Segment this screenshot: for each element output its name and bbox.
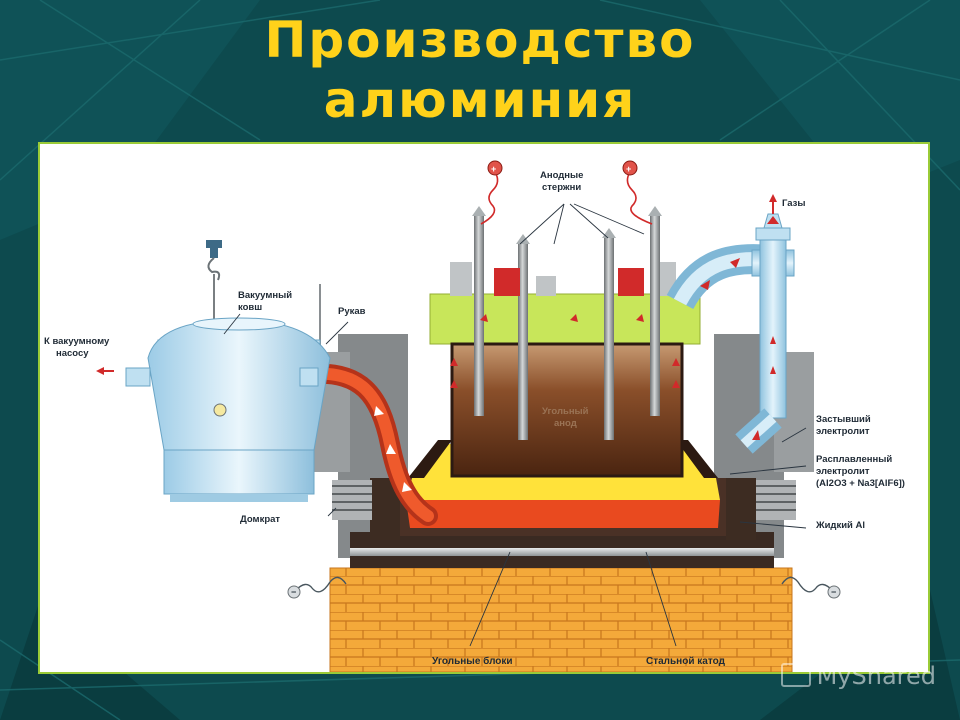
gas-arrows [450, 314, 680, 388]
label-carbon-blocks: Угольные блоки [432, 655, 513, 667]
label-to-pump-2: насосу [56, 348, 89, 359]
label-minus-right: − [831, 587, 836, 597]
leader-lines [223, 203, 807, 647]
jack-right [756, 480, 796, 520]
label-plus-left: + [491, 164, 496, 174]
label-vacuum-ladle-1: Вакуумный [238, 290, 292, 301]
slide-title: Производство алюминия [0, 10, 960, 130]
label-liquid-al: Жидкий Al [815, 520, 865, 531]
label-frozen-electrolyte-1: Застывший [816, 414, 871, 425]
carbon-anode [450, 342, 684, 478]
electrolysis-cell-diagram: Анодные стержни Газы Вакуумный ковш К ва… [44, 160, 905, 672]
gas-exhaust-pipe [666, 194, 795, 454]
label-vacuum-ladle-2: ковш [238, 302, 262, 313]
steel-cathode-bar [350, 548, 774, 556]
title-line-1: Производство [264, 11, 696, 69]
vacuum-ladle [96, 240, 331, 502]
label-plus-right: + [626, 164, 631, 174]
label-gases: Газы [782, 198, 806, 209]
diagram-panel: Анодные стержни Газы Вакуумный ковш К ва… [38, 142, 930, 674]
title-line-2: алюминия [323, 71, 637, 129]
label-jack: Домкрат [240, 514, 280, 525]
anode-terminals [487, 160, 638, 176]
label-minus-left: − [291, 587, 296, 597]
label-molten-electrolyte-2: электролит [816, 466, 870, 477]
frozen-electrolyte [408, 440, 718, 478]
liquid-aluminium [406, 500, 720, 528]
label-molten-electrolyte-1: Расплавленный [816, 454, 892, 465]
electrode-wires [480, 171, 653, 225]
label-sleeve: Рукав [338, 306, 366, 317]
cathode-terminals [287, 585, 841, 599]
brick-foundation [329, 567, 793, 672]
watermark: MyShared [780, 662, 936, 690]
label-anode-rods-1: Анодные [540, 170, 583, 181]
label-molten-electrolyte-3: (Al2O3 + Na3[AlF6]) [816, 478, 905, 489]
label-carbon-anode-2: анод [554, 418, 577, 429]
label-carbon-anode-1: Угольный [542, 406, 589, 417]
label-frozen-electrolyte-2: электролит [816, 426, 870, 437]
presentation-icon [780, 663, 811, 687]
watermark-text: MyShared [816, 662, 936, 690]
anode-rods [472, 206, 662, 440]
label-steel-cathode: Стальной катод [646, 656, 726, 667]
jack-left [332, 480, 372, 520]
cathode-wires [295, 576, 833, 593]
label-anode-rods-2: стержни [542, 182, 581, 193]
label-to-pump-1: К вакуумному [44, 336, 110, 347]
